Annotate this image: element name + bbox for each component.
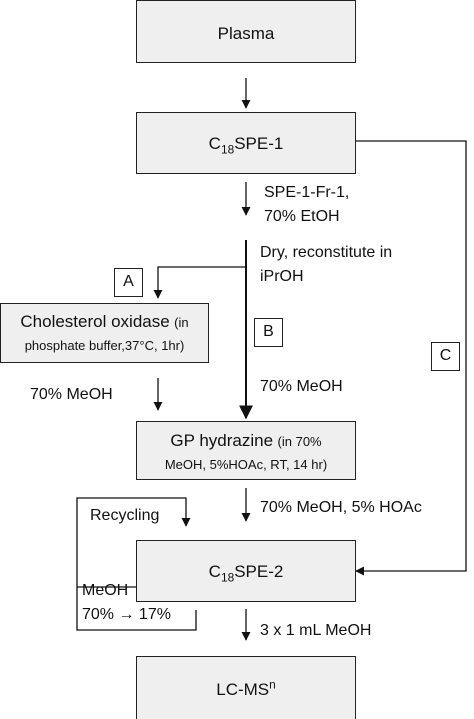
node-spe2-label: C18SPE-2 [208, 562, 284, 585]
node-cholesterol-line1: Cholesterol oxidase (in [20, 312, 189, 331]
node-gp-line1: GP hydrazine (in 70% [170, 431, 322, 450]
path-label-a: A [114, 268, 143, 297]
annotation-dry-line2: iPrOH [260, 268, 304, 285]
node-spe1: C18SPE-1 [136, 112, 356, 174]
gradient-bracket [76, 587, 197, 631]
node-cholesterol-line2: phosphate buffer,37°C, 1hr) [24, 338, 185, 353]
annotation-dry-line1: Dry, reconstitute in [260, 244, 393, 261]
annotation-elute: 3 x 1 mL MeOH [260, 622, 372, 639]
node-cholesterol-oxidase: Cholesterol oxidase (in phosphate buffer… [0, 303, 209, 363]
path-label-c: C [431, 342, 460, 371]
annotation-meoh-left: 70% MeOH [30, 386, 113, 403]
node-plasma: Plasma [136, 0, 356, 63]
annotation-meoh-hoac: 70% MeOH, 5% HOAc [260, 499, 422, 516]
node-spe1-label: C18SPE-1 [208, 134, 284, 157]
annotation-meoh-center: 70% MeOH [260, 378, 343, 395]
annotation-fr1-line2: 70% EtOH [264, 208, 340, 225]
node-plasma-label: Plasma [217, 24, 275, 43]
annotation-meoh-gradient-line1: MeOH [82, 582, 129, 599]
node-lcms-label: LC-MSn [216, 677, 276, 699]
arrow-path-c [355, 140, 467, 576]
node-lcms: LC-MSn [136, 656, 356, 719]
node-gp-hydrazine: GP hydrazine (in 70% MeOH, 5%HOAc, RT, 1… [136, 421, 356, 480]
path-label-b: B [254, 318, 283, 347]
annotation-fr1-line1: SPE-1-Fr-1, [264, 184, 350, 201]
annotation-meoh-gradient-line2: 70% → 17% [82, 606, 171, 623]
recycling-loop-line [76, 497, 191, 588]
node-gp-line2: MeOH, 5%HOAc, RT, 14 hr) [164, 457, 328, 472]
arrow-path-a [153, 266, 246, 299]
node-spe2: C18SPE-2 [136, 540, 356, 602]
annotation-recycling: Recycling [90, 507, 160, 524]
